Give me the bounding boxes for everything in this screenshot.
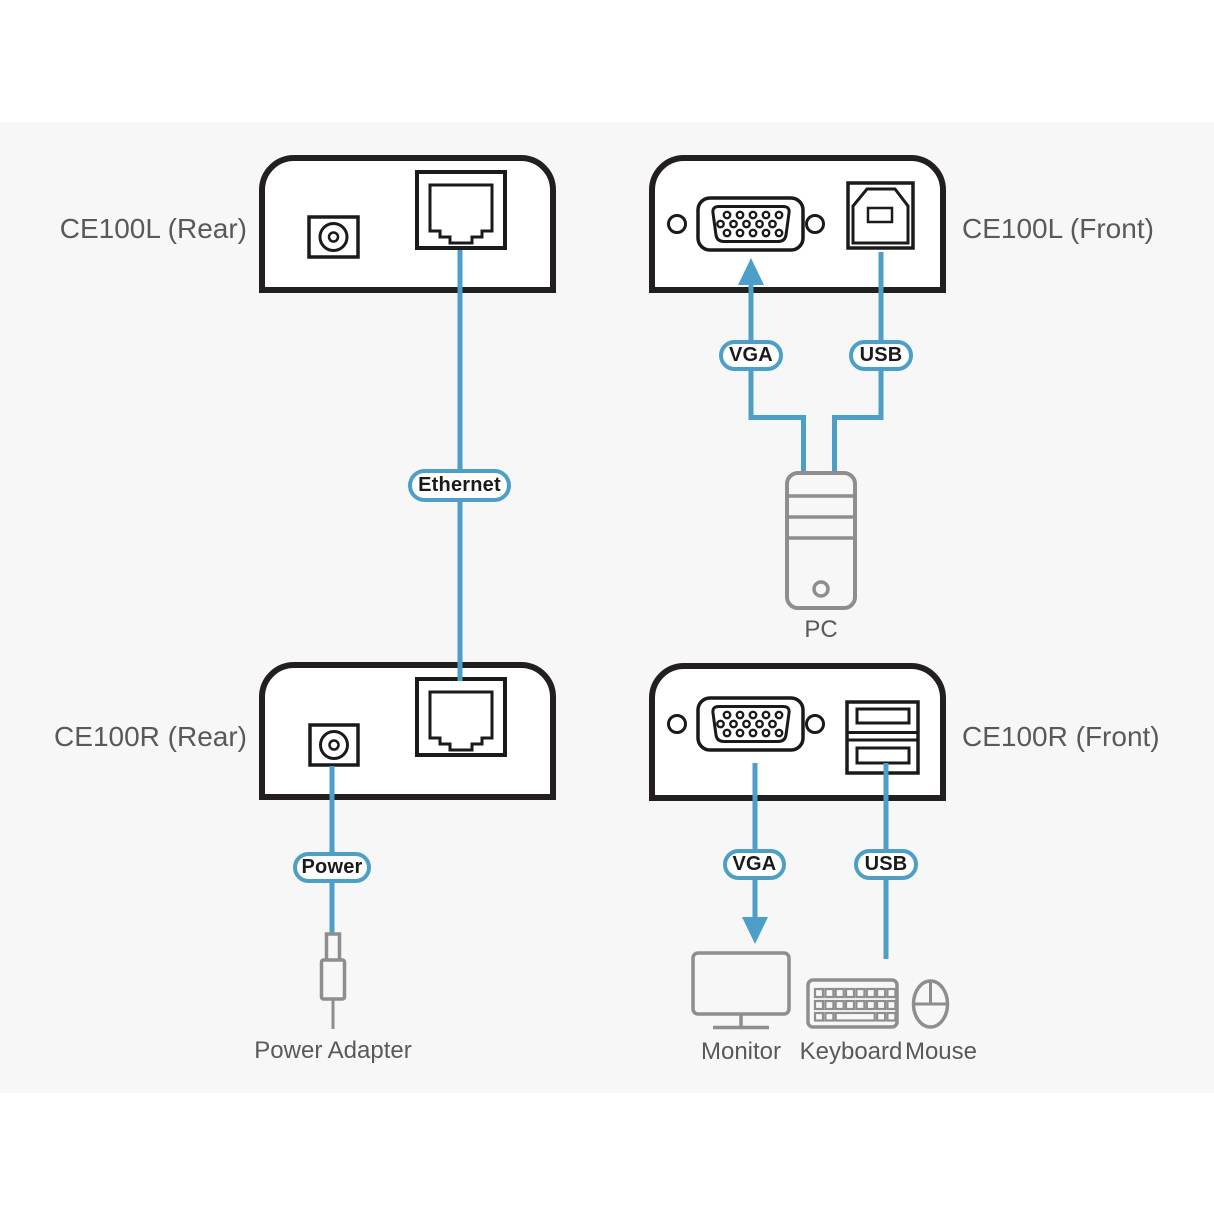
- dc-power-jack-icon: [308, 723, 360, 767]
- ce100l-rear-device: [259, 155, 556, 293]
- usb-a-ports-icon: [845, 700, 920, 775]
- dc-power-jack-icon: [307, 215, 360, 259]
- ce100r-front-label: CE100R (Front): [962, 721, 1160, 752]
- mouse-icon: [911, 979, 950, 1029]
- vga-arrow-up-icon: [738, 258, 764, 285]
- usb-cable-local-line: [832, 252, 884, 477]
- vga-port-icon: [667, 196, 825, 252]
- rj45-port-icon: [415, 170, 507, 250]
- monitor-icon: [691, 951, 791, 1030]
- mouse-label: Mouse: [904, 1038, 978, 1065]
- power-adapter-label: Power Adapter: [254, 1037, 412, 1064]
- ce100r-rear-label: CE100R (Rear): [54, 721, 247, 752]
- vga-port-icon: [667, 696, 825, 752]
- vga-cable-label-remote: VGA: [723, 849, 786, 880]
- pc-tower-icon: [785, 471, 857, 610]
- pc-label: PC: [804, 616, 838, 643]
- ce100r-rear-device: [259, 662, 556, 800]
- diagram-background: [0, 122, 1214, 1093]
- rj45-port-icon: [415, 677, 507, 757]
- vga-cable-label-local: VGA: [719, 340, 783, 371]
- power-cable-label: Power: [293, 852, 371, 883]
- vga-cable-local-line: [748, 283, 806, 477]
- keyboard-label: Keyboard: [799, 1038, 903, 1065]
- power-plug-icon: [319, 932, 347, 1029]
- ce100l-front-label: CE100L (Front): [962, 213, 1154, 244]
- keyboard-icon: [806, 978, 899, 1029]
- usb-cable-label-local: USB: [849, 340, 913, 371]
- ce100l-rear-label: CE100L (Rear): [59, 213, 247, 244]
- monitor-label: Monitor: [700, 1038, 782, 1065]
- usb-cable-label-remote: USB: [854, 849, 918, 880]
- vga-arrow-down-icon: [742, 917, 768, 944]
- usb-b-port-icon: [846, 181, 915, 250]
- ethernet-cable-label: Ethernet: [408, 469, 511, 502]
